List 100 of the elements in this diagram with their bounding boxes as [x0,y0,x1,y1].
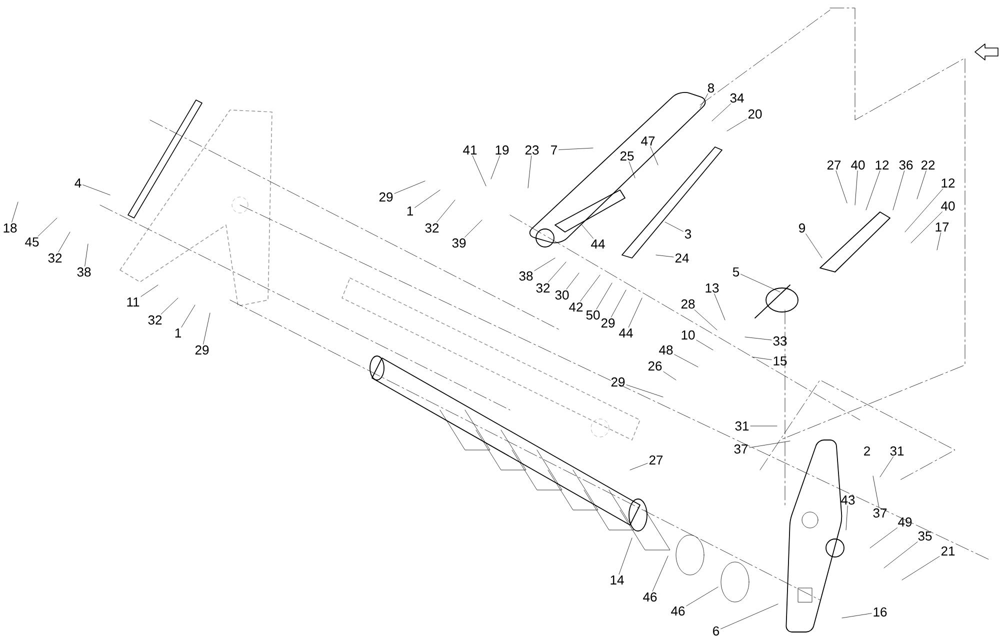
callout-number: 29 [601,318,615,328]
leader-line [884,542,918,568]
callout-number: 8 [708,83,714,93]
leader-line [842,613,872,618]
callout-number: 40 [851,160,865,170]
callout-number: 44 [619,328,633,338]
callout-number: 7 [551,146,557,154]
callout-number: 44 [591,240,605,248]
callout-number: 25 [620,151,634,161]
callout-number: 5 [732,267,740,277]
callout-number: 17 [936,222,949,232]
callout-number: 12 [942,178,955,188]
leader-line [740,274,780,292]
callout-number: 20 [748,109,762,119]
callout-number: 16 [874,607,887,617]
leader-line [566,272,580,290]
leader-line [892,170,905,210]
callout-number: 41 [463,146,477,154]
callout-number: 14 [610,576,624,584]
leader-line [580,274,600,302]
callout-number: 46 [643,592,657,602]
leader-line [203,312,210,344]
leader-line [720,604,778,630]
leader-line [160,298,178,314]
callout-number: 1 [407,206,413,216]
leader-line [663,371,676,380]
callout-number: 12 [876,160,889,170]
leader-line [870,528,898,548]
leader-line [394,180,426,194]
callout-number: 47 [641,136,655,146]
leader-line [916,170,926,200]
leader-line [686,586,718,606]
leader-line [58,232,70,252]
leader-line [534,258,556,271]
leader-line [726,118,747,132]
callout-number: 42 [569,302,583,312]
callout-number: 27 [827,160,841,170]
leader-line [582,224,594,239]
callout-number: 46 [671,606,685,616]
callout-number: 13 [706,283,719,293]
leader-line [846,506,848,530]
callout-number: 38 [77,267,91,277]
callout-number: 18 [4,223,17,233]
callout-number: 22 [921,160,935,170]
callout-number: 37 [734,444,748,454]
leader-line [528,156,532,188]
leader-line [558,148,594,150]
leader-line [880,456,894,478]
leader-line [854,170,858,206]
callout-number: 24 [675,253,689,263]
callout-number: 32 [425,223,439,233]
leader-line [38,218,58,236]
leader-line [140,284,158,297]
callout-number: 6 [713,626,720,636]
leader-line [806,234,822,258]
leader-line [82,184,110,196]
callout-number: 21 [941,546,955,556]
leader-line [628,298,642,328]
callout-number: 29 [611,377,625,387]
leader-line [696,340,714,350]
callout-number: 2 [864,446,870,456]
leader-line [836,170,848,204]
leader-line [652,556,668,592]
leader-line [664,222,684,232]
leader-line [628,162,636,178]
callout-number: 3 [684,229,692,239]
callout-number: 10 [682,330,695,340]
callout-number: 49 [898,517,912,527]
callout-number: 40 [941,201,955,211]
callout-number: 1 [175,328,181,338]
leader-line [712,104,731,122]
leader-line [630,463,648,470]
callout-number: 32 [148,315,162,325]
callout-number: 32 [48,253,62,263]
leader-line [650,146,658,166]
callout-number: 34 [730,93,744,103]
callout-number: 45 [25,237,39,247]
leader-line [700,94,708,108]
callout-number: 29 [379,192,393,202]
callout-number: 31 [735,421,749,431]
callout-number: 43 [841,495,855,505]
leader-line [436,200,456,222]
leader-line [414,190,440,208]
leader-line [596,282,612,310]
callout-number: 39 [452,238,466,248]
leader-line [694,310,718,330]
leader-line [866,170,880,210]
leader-line [674,354,698,368]
leader-line [472,155,486,186]
callout-number: 29 [195,345,209,355]
leader-line [610,290,626,318]
leader-line [490,156,500,180]
callout-number: 15 [774,356,787,366]
callout-number: 36 [899,160,913,170]
leader-line [744,336,772,340]
leader-line [181,304,196,328]
leader-line [752,356,772,360]
leader-line [84,244,88,266]
callout-number: 48 [659,345,673,355]
callout-number: 27 [649,455,663,465]
